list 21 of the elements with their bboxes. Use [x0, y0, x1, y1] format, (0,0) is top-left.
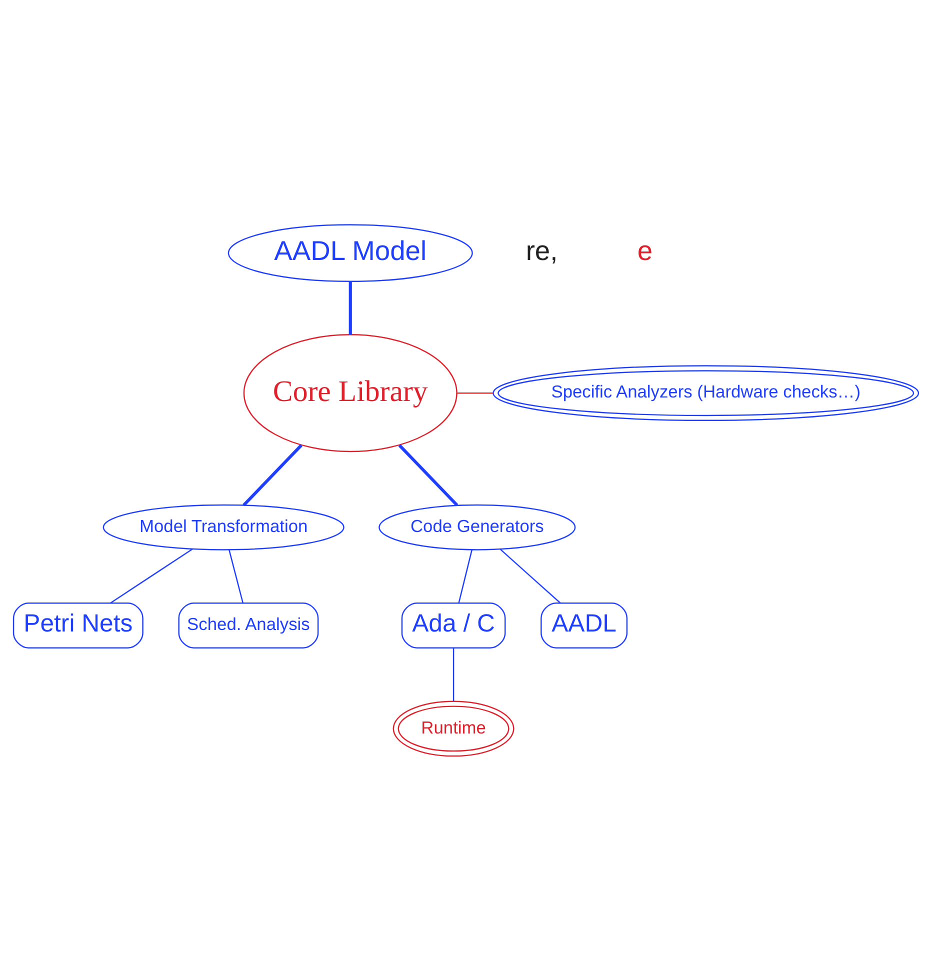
connector [500, 548, 561, 603]
node-ellipse: Model Transformation [102, 504, 344, 550]
connector [457, 392, 494, 394]
connector [452, 648, 454, 701]
node-ellipse: Runtime [392, 700, 514, 756]
node-ellipse: AADL Model [228, 224, 473, 282]
connector [242, 444, 302, 506]
node-box: AADL [540, 602, 628, 648]
node-box: Ada / C [401, 602, 506, 648]
node-box: Petri Nets [12, 602, 144, 648]
node-ellipse: Core Library [243, 334, 458, 452]
connector [348, 281, 352, 334]
node-box: Sched. Analysis [178, 602, 319, 648]
connector [110, 548, 193, 604]
label: re, [526, 234, 558, 266]
node-ellipse: Code Generators [378, 504, 576, 550]
label: e [637, 234, 653, 266]
connector [228, 549, 244, 603]
connector [458, 549, 473, 603]
node-ellipse: Specific Analyzers (Hardware checks…) [492, 364, 920, 421]
connector [398, 444, 458, 506]
